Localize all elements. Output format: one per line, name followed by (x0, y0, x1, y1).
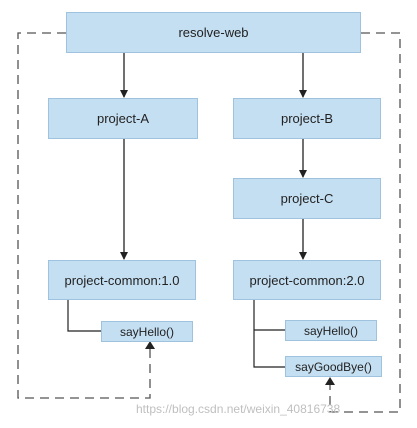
node-project-a-label: project-A (96, 111, 150, 126)
node-project-common-2-label: project-common:2.0 (249, 272, 365, 288)
node-project-b: project-B (233, 98, 381, 139)
node-say-hello-2-label: sayHello() (303, 323, 358, 338)
node-say-hello-1: sayHello() (101, 321, 193, 342)
dashed-arrowhead-left (145, 341, 155, 349)
connector-common1-sayhello (67, 300, 101, 332)
node-resolve-web: resolve-web (66, 12, 361, 53)
node-project-common-1: project-common:1.0 (48, 260, 196, 300)
node-project-common-2: project-common:2.0 (233, 260, 381, 300)
node-say-hello-2: sayHello() (285, 320, 377, 341)
dashed-arrowhead-right (325, 377, 335, 385)
node-project-a: project-A (48, 98, 198, 139)
dashed-boundary (17, 32, 151, 399)
node-say-goodbye-label: sayGoodBye() (295, 359, 372, 374)
node-resolve-web-label: resolve-web (178, 25, 249, 40)
node-say-goodbye: sayGoodBye() (285, 356, 382, 377)
node-project-b-label: project-B (280, 111, 334, 126)
watermark: https://blog.csdn.net/weixin_40816738 (136, 402, 341, 416)
dashed-boundary-right (329, 32, 401, 413)
node-say-hello-1-label: sayHello() (119, 324, 174, 339)
node-project-c: project-C (233, 178, 381, 219)
node-project-common-1-label: project-common:1.0 (64, 272, 180, 288)
node-project-c-label: project-C (280, 191, 334, 206)
connector-common2-methods (253, 300, 285, 368)
